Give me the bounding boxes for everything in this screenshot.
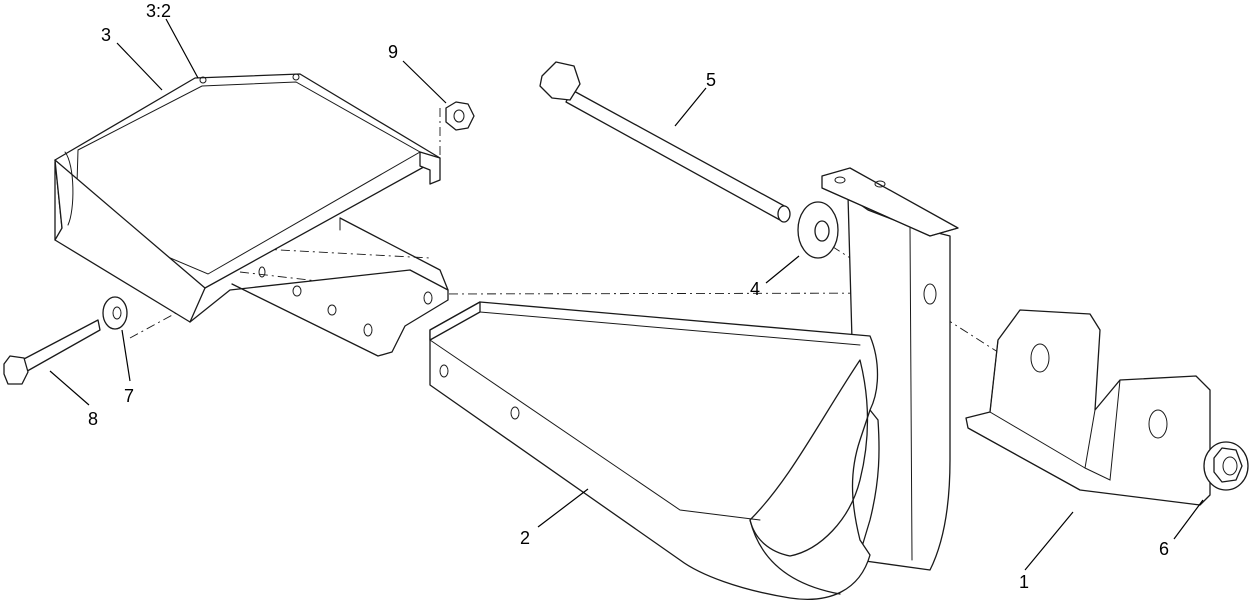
tube-hole-a: [439, 364, 449, 378]
frame-arm-edge: [909, 225, 913, 561]
bolt-5-end: [777, 205, 791, 223]
frame-bend-edge: [749, 519, 841, 595]
step-front-face: [54, 159, 206, 323]
callout-3-2: 3:2: [146, 1, 171, 21]
part-7-washer: [102, 296, 128, 330]
washer-7-outer: [102, 296, 128, 330]
callout-2: 2: [520, 528, 530, 548]
callout-8: 8: [88, 409, 98, 429]
bracket-hole-left: [1030, 343, 1050, 373]
leader-5: [674, 87, 707, 127]
callout-4: 4: [750, 279, 760, 299]
tube-hole-b: [510, 406, 520, 420]
bolt-8-shank: [21, 319, 101, 375]
washer-7-hole: [112, 306, 122, 320]
frame-tube-top-edge: [479, 311, 861, 346]
part-1-bracket: [965, 309, 1211, 506]
channel-hole-d: [363, 323, 373, 337]
frame-inner-gusset: [749, 359, 869, 557]
nut-6-hole: [1222, 456, 1238, 476]
bolt-8-head: [3, 355, 29, 385]
nut-9-hex: [445, 101, 475, 131]
step-right-flange: [419, 151, 441, 185]
part-3-step-plate: [54, 73, 449, 357]
leader-8: [49, 370, 90, 406]
step-channel-tube: [189, 269, 449, 357]
plate-hole-b: [874, 180, 886, 188]
callout-7: 7: [124, 386, 134, 406]
bracket-hole-right: [1148, 409, 1168, 439]
frame-top-plate-edge: [821, 187, 959, 237]
callout-3: 3: [101, 25, 111, 45]
bracket-inner-left: [989, 339, 1096, 469]
bracket-body: [965, 309, 1211, 506]
rivet-icon-b: [292, 73, 300, 81]
part-8-short-bolt: [3, 319, 101, 385]
part-5-long-bolt: [539, 61, 791, 223]
bracket-bottom-edge: [967, 427, 1081, 491]
arm-bolt-hole: [923, 283, 937, 305]
leader-1: [1024, 511, 1074, 571]
leader-9: [402, 60, 447, 104]
callout-labels: 1 2 3 3:2 4 5 6 7 8 9: [88, 1, 1169, 592]
leader-6: [1173, 499, 1204, 540]
part-4-washer: [797, 201, 839, 259]
frame-tube-edge: [429, 339, 761, 521]
channel-hole-e: [423, 291, 433, 305]
channel-hole-c: [327, 304, 337, 316]
leader-3-2: [165, 18, 199, 79]
channel-hole-b: [292, 285, 302, 297]
leader-lines: [49, 18, 1204, 571]
part-6-flange-nut: [1203, 441, 1249, 491]
channel-hole-a: [258, 266, 266, 278]
callout-5: 5: [706, 70, 716, 90]
bolt-5-head: [539, 61, 581, 101]
step-channel-top: [339, 217, 449, 291]
callout-6: 6: [1159, 539, 1169, 559]
nut-6-hex: [1213, 447, 1243, 483]
part-2-hitch-frame: [429, 167, 959, 600]
bracket-inner-right: [1084, 379, 1121, 481]
leader-7: [121, 329, 131, 382]
washer-4-hole: [814, 220, 830, 242]
leader-2: [537, 488, 589, 528]
step-front-curve: [64, 151, 74, 226]
callout-1: 1: [1019, 572, 1029, 592]
rivet-icon-a: [199, 76, 207, 84]
leader-3: [116, 42, 163, 91]
nut-9-hole: [453, 109, 465, 123]
frame-lower-tube: [429, 301, 879, 600]
part-9-nut: [445, 101, 475, 131]
bolt-5-shank: [565, 89, 789, 221]
callout-9: 9: [388, 42, 398, 62]
plate-hole-a: [834, 176, 846, 184]
leader-4: [765, 255, 800, 284]
